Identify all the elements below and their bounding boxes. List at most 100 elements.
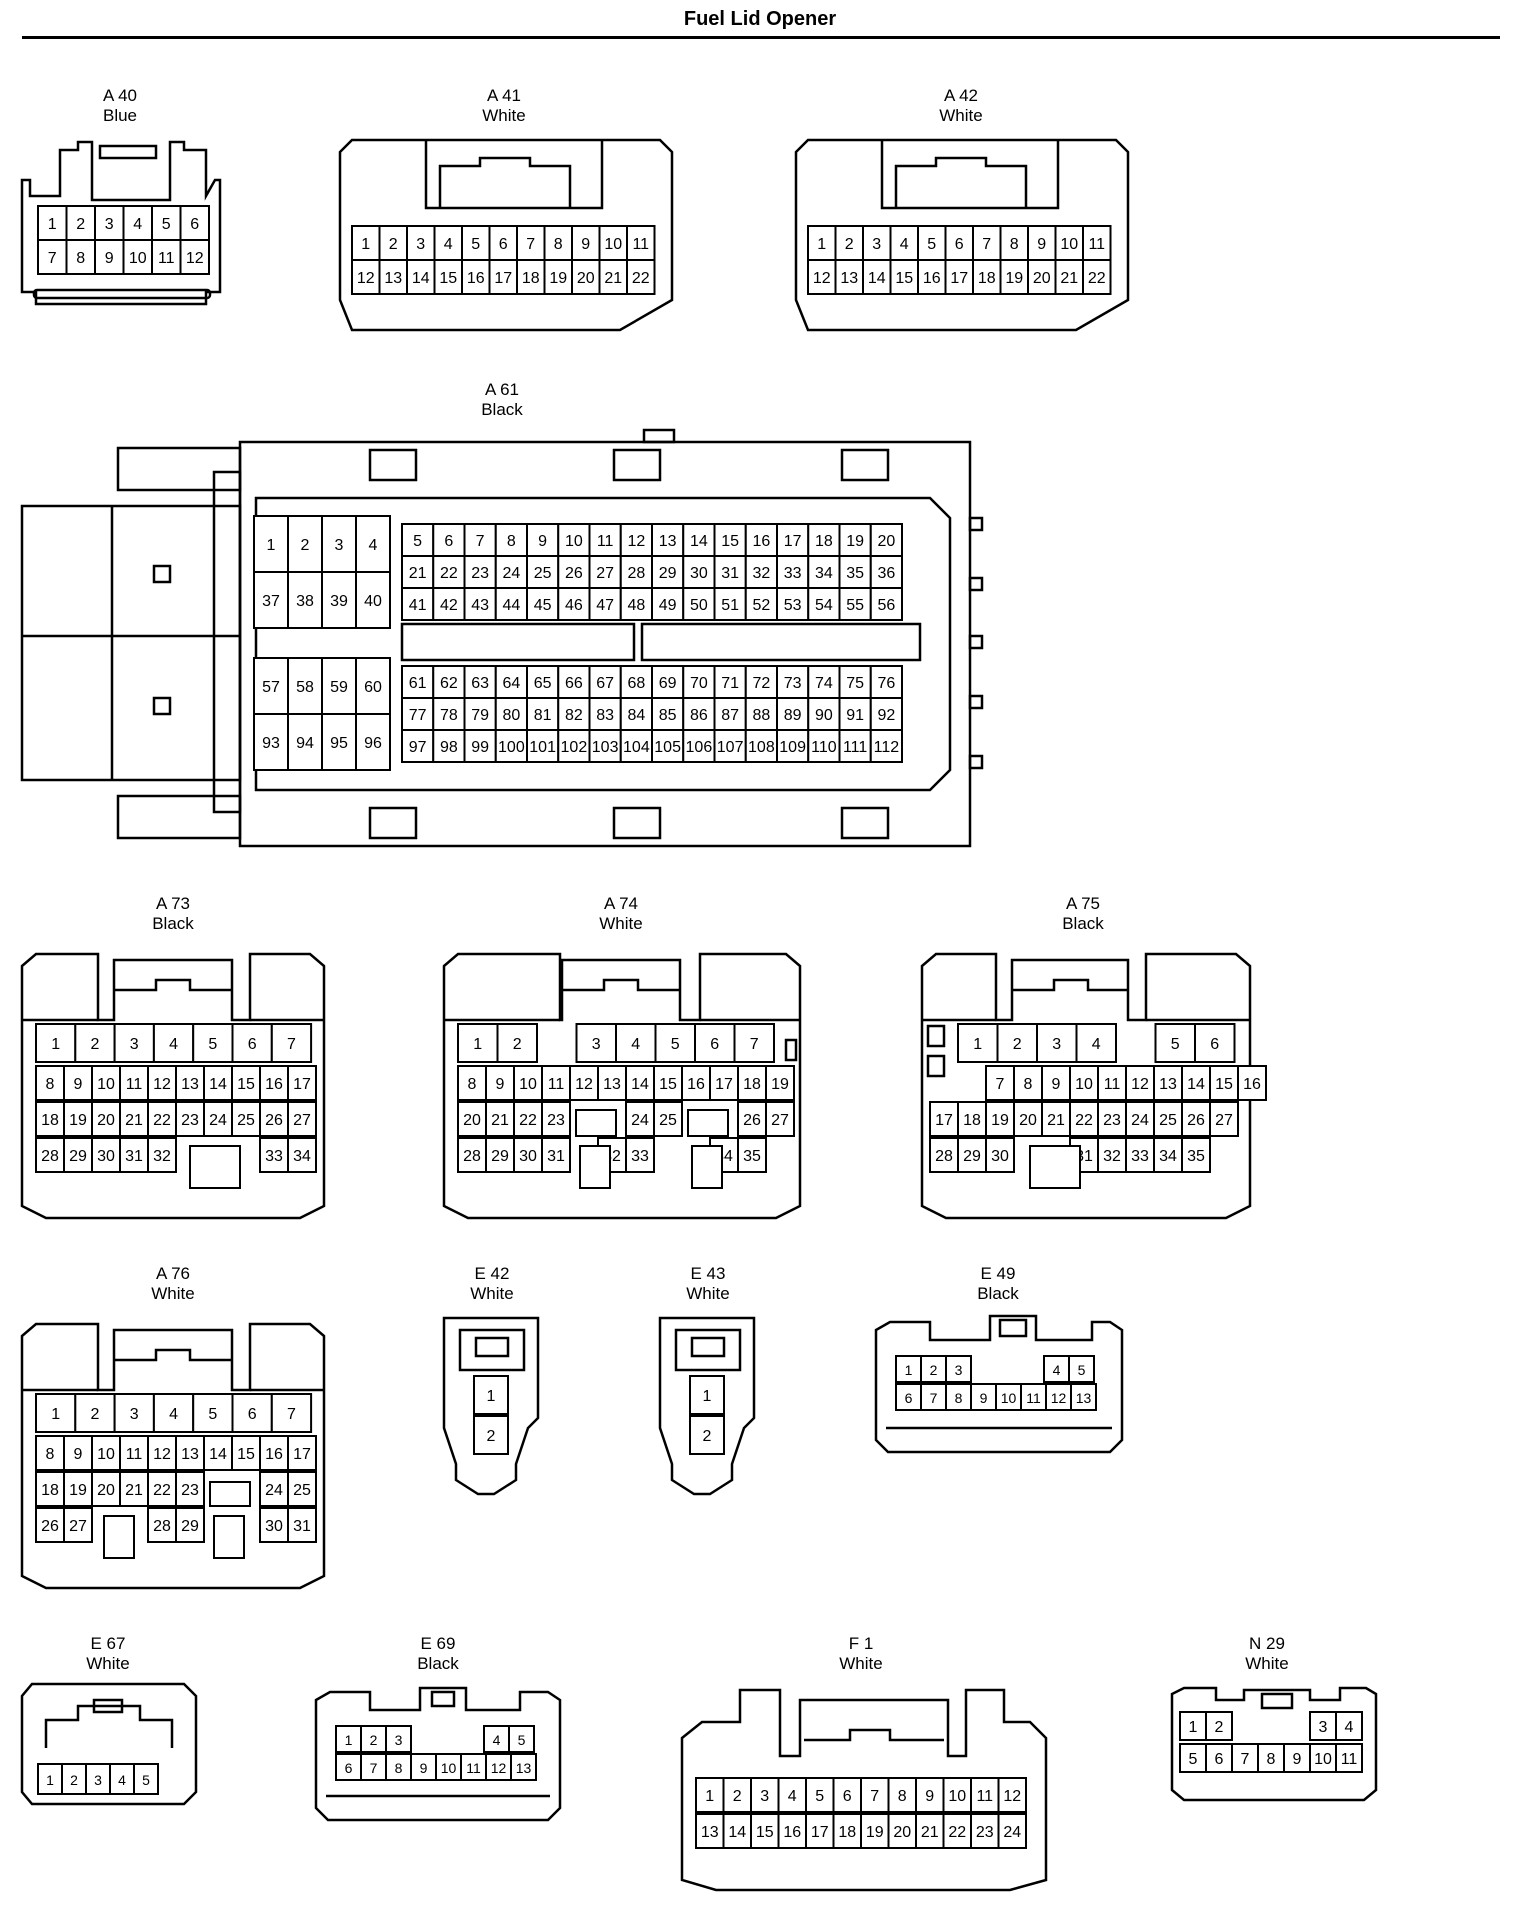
a75-pin-cell <box>1209 1065 1239 1101</box>
a42-pin-cell <box>917 259 947 295</box>
a75-pin-cell <box>1153 1137 1183 1173</box>
e49-pin-cell <box>970 1383 997 1411</box>
connector-color: White <box>939 106 983 125</box>
a75-pin-cell <box>929 1101 959 1137</box>
connector-a40-latch <box>98 144 158 160</box>
a61-pin-label: 52 <box>752 597 770 614</box>
a73-pin-label: 15 <box>237 1076 255 1093</box>
connector-a73-latch <box>114 978 232 992</box>
a61-pin-cell <box>869 729 903 763</box>
connector-id: N 29 <box>1249 1634 1285 1653</box>
a74-pin-label: 4 <box>631 1036 640 1053</box>
e69-pin-cell <box>485 1753 512 1781</box>
a75-pin-label: 3 <box>1052 1036 1061 1053</box>
a42-pin-label: 6 <box>955 236 964 253</box>
a76-pin-label: 29 <box>181 1518 199 1535</box>
e69-pin-label: 9 <box>420 1760 428 1776</box>
a76-pin-cell <box>270 1393 313 1433</box>
n29-pin-cell <box>1335 1711 1363 1741</box>
a61-pin-label: 83 <box>596 707 614 724</box>
a41-pin-label: 16 <box>467 270 485 287</box>
a73-pin-label: 25 <box>237 1112 255 1129</box>
a74-pin-label: 35 <box>743 1148 761 1165</box>
a40-pin-label: 4 <box>133 216 142 233</box>
a61-pin-label: 17 <box>784 533 802 550</box>
a61-pin-cell <box>869 587 903 621</box>
a41-pin-cell <box>571 225 601 261</box>
a61-pin-cell <box>807 587 841 621</box>
a61-pin-cell <box>463 555 497 589</box>
e49-pin-cell <box>920 1383 947 1411</box>
connector-color: White <box>599 914 643 933</box>
a61-pin-label: 107 <box>717 739 744 756</box>
connector-a40-housing <box>20 140 222 306</box>
a40-pin-label: 1 <box>48 216 57 233</box>
connector-a61-top-ear <box>116 446 242 492</box>
a61-pin-cell <box>713 729 747 763</box>
a75-pin-cell <box>1097 1137 1127 1173</box>
a42-pin-label: 9 <box>1037 236 1046 253</box>
e67-pin-label: 4 <box>118 1772 126 1788</box>
e42-pin-cell <box>473 1415 509 1455</box>
f1-pin-label: 9 <box>925 1788 934 1805</box>
a61-pin-cell <box>869 665 903 699</box>
a75-pin-cell <box>1181 1065 1211 1101</box>
a61-pin-label: 30 <box>690 565 708 582</box>
a76-pin-cell <box>287 1471 317 1507</box>
a75-pin-cell <box>929 1137 959 1173</box>
a40-pin-label: 11 <box>158 250 175 267</box>
a75-pin-label: 7 <box>996 1076 1005 1093</box>
a40-pin-cell <box>179 239 210 275</box>
e69-pin-label: 10 <box>441 1760 457 1776</box>
a76-pin-label: 8 <box>46 1446 55 1463</box>
a76-pin-cell <box>63 1471 93 1507</box>
a74-pin-label: 30 <box>519 1148 537 1165</box>
n29-pin-label: 9 <box>1293 1751 1302 1768</box>
title-rule <box>22 36 1500 39</box>
a74-pin-label: 16 <box>687 1076 705 1093</box>
a75-pin-label: 32 <box>1103 1148 1121 1165</box>
a75-pin-label: 13 <box>1159 1076 1177 1093</box>
a41-pin-label: 20 <box>577 270 595 287</box>
connector-f1-housing <box>680 1688 1048 1892</box>
f1-pin-cell <box>997 1777 1027 1813</box>
a76-pin-label: 25 <box>293 1482 311 1499</box>
a41-pin-label: 11 <box>632 236 649 253</box>
connector-a61-bottom-ear <box>116 794 242 840</box>
a74-pin-label: 3 <box>592 1036 601 1053</box>
a75-pin-label: 9 <box>1052 1076 1061 1093</box>
connector-color: Black <box>1062 914 1104 933</box>
connector-e67-latch <box>44 1704 174 1748</box>
a75-pin-label: 21 <box>1047 1112 1065 1129</box>
a61-pin-label: 4 <box>369 537 378 554</box>
a61-pin-label: 40 <box>364 593 382 610</box>
a41-pin-label: 9 <box>581 236 590 253</box>
a73-pin-label: 11 <box>126 1076 143 1093</box>
a73-pin-label: 26 <box>265 1112 283 1129</box>
a74-pin-label: 14 <box>631 1076 649 1093</box>
a61-pin-cell <box>494 729 528 763</box>
f1-pin-label: 11 <box>976 1788 993 1805</box>
f1-pin-label: 5 <box>815 1788 824 1805</box>
a75-pin-label: 12 <box>1131 1076 1149 1093</box>
a61-pin-label: 8 <box>507 533 516 550</box>
a61-pin-label: 23 <box>471 565 489 582</box>
connector-e69-latch <box>430 1690 456 1708</box>
a74-pin-cell <box>541 1137 571 1173</box>
connector-id: A 61 <box>484 380 520 399</box>
a61-pin-label: 85 <box>659 707 677 724</box>
a75-pin-label: 5 <box>1171 1036 1180 1053</box>
a74-pin-cell <box>653 1065 683 1101</box>
a76-pin-cell <box>35 1471 65 1507</box>
a41-pin-cell <box>626 259 656 295</box>
a41-pin-cell <box>461 225 491 261</box>
a73-pin-cell <box>91 1137 121 1173</box>
connector-color: White <box>1245 1654 1289 1673</box>
n29-pin-cell <box>1205 1711 1233 1741</box>
a61-pin-cell <box>588 587 622 621</box>
a61-pin-label: 49 <box>659 597 677 614</box>
